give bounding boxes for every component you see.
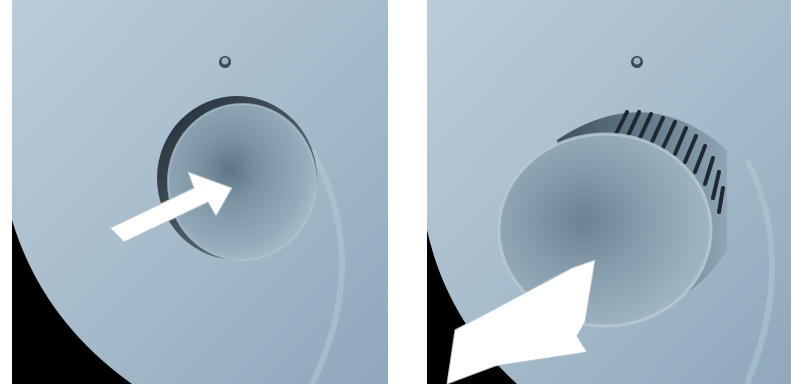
knob-pushed-illustration xyxy=(12,0,388,384)
panel-knob-pushed-in xyxy=(12,0,388,384)
panel-knob-popped-out xyxy=(427,0,791,384)
knob-popped-illustration xyxy=(427,0,791,384)
